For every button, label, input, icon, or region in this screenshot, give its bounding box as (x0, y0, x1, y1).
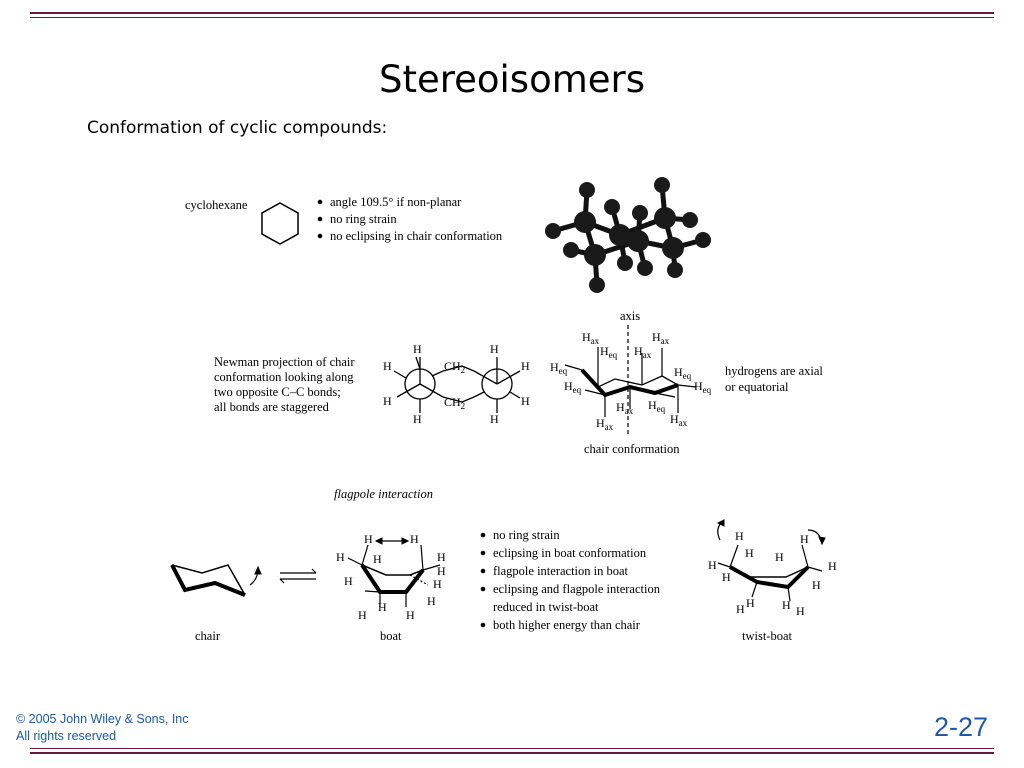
twist-h-6: H (722, 570, 731, 584)
boat-h-5: H (437, 550, 446, 564)
newman-h-5: H (490, 342, 499, 356)
newman-h-2: H (383, 359, 392, 373)
newman-caption-line-3: two opposite C–C bonds; (214, 385, 341, 399)
newman-h-6: H (521, 359, 530, 373)
cyclohexane-bullet-3: no eclipsing in chair conformation (330, 229, 503, 243)
chair-conformation (564, 347, 697, 417)
chair-sketch (170, 564, 262, 597)
boat-h-10: H (378, 600, 387, 614)
boat-bullet-1: no ring strain (493, 528, 560, 542)
boat-h-8: H (433, 577, 442, 591)
twist-h-8: H (812, 578, 821, 592)
hydrogens-note-line-2: or equatorial (725, 380, 789, 394)
chair-label: chair (195, 629, 221, 643)
equilibrium-arrows (279, 568, 317, 584)
newman-h-1: H (413, 342, 422, 356)
boat-h-2: H (410, 532, 419, 546)
h-ax-1: Hax (582, 330, 600, 346)
h-eq-5: Heq (694, 379, 712, 395)
h-eq-6: Heq (648, 398, 666, 414)
bottom-rule (30, 752, 994, 754)
newman-ch2-bottom: CH2 (444, 395, 465, 411)
cyclohexane-hexagon (261, 202, 299, 245)
twist-h-7: H (828, 559, 837, 573)
twist-h-3: H (775, 550, 784, 564)
copyright-line-2: All rights reserved (16, 729, 117, 743)
boat-h-11: H (358, 608, 367, 622)
boat-label: boat (380, 629, 402, 643)
h-ax-3: Hax (616, 400, 634, 416)
bottom-rule-thin (30, 748, 994, 749)
twist-h-4: H (800, 532, 809, 546)
axis-label: axis (620, 309, 640, 323)
boat-h-6: H (437, 564, 446, 578)
boat-h-9: H (427, 594, 436, 608)
newman-ch2-top: CH2 (444, 359, 465, 375)
boat-bullet-2: eclipsing in boat conformation (493, 546, 647, 560)
top-rule-thin (30, 17, 994, 18)
h-ax-2: Hax (596, 416, 614, 432)
h-eq-1: Heq (600, 344, 618, 360)
boat-h-labels: H H H H H H H H H H H H (336, 532, 446, 622)
twist-h-5: H (708, 558, 717, 572)
twist-h-9: H (746, 596, 755, 610)
boat-structure (347, 537, 441, 607)
boat-bullets: no ring strain eclipsing in boat conform… (480, 528, 661, 632)
boat-h-3: H (336, 550, 345, 564)
newman-atom-labels: H H H H CH2 CH2 H H H H (383, 342, 530, 426)
boat-h-4: H (373, 552, 382, 566)
newman-caption-line-1: Newman projection of chair (214, 355, 355, 369)
twist-h-1: H (735, 529, 744, 543)
cyclohexane-bullets: angle 109.5° if non-planar no ring strai… (317, 195, 503, 243)
twist-h-11: H (782, 598, 791, 612)
newman-h-3: H (383, 394, 392, 408)
twist-boat-structure (716, 519, 826, 602)
boat-bullet-5: both higher energy than chair (493, 618, 641, 632)
copyright-notice: © 2005 John Wiley & Sons, Inc All rights… (16, 711, 189, 745)
boat-bullet-4: eclipsing and flagpole interaction (493, 582, 661, 596)
cyclohexane-label: cyclohexane (185, 198, 248, 212)
twist-boat-label: twist-boat (742, 629, 793, 643)
page-number: 2-27 (933, 712, 988, 742)
h-eq-2: Heq (550, 360, 568, 376)
twist-h-10: H (736, 602, 745, 616)
model-atoms (545, 177, 711, 293)
newman-h-8: H (490, 412, 499, 426)
newman-projection (393, 356, 521, 413)
boat-bullet-3: flagpole interaction in boat (493, 564, 629, 578)
cyclohexane-bullet-2: no ring strain (330, 212, 397, 226)
conformation-figure: cyclohexane angle 109.5° if non-planar n… (170, 177, 837, 643)
boat-h-7: H (344, 574, 353, 588)
copyright-line-1: © 2005 John Wiley & Sons, Inc (16, 712, 189, 726)
twist-h-12: H (796, 604, 805, 618)
h-eq-3: Heq (564, 379, 582, 395)
boat-bullet-4-cont: reduced in twist-boat (493, 600, 599, 614)
twist-boat-h-labels: H H H H H H H H H H H H (708, 529, 837, 618)
h-ax-6: Hax (670, 412, 688, 428)
slide-title: Stereoisomers (378, 58, 646, 101)
h-ax-5: Hax (652, 330, 670, 346)
cyclohexane-bullet-1: angle 109.5° if non-planar (330, 195, 462, 209)
top-rule (30, 12, 994, 14)
newman-h-4: H (413, 412, 422, 426)
newman-caption: Newman projection of chair conformation … (214, 355, 355, 414)
newman-caption-line-4: all bonds are staggered (214, 400, 330, 414)
slide-subtitle: Conformation of cyclic compounds: (87, 118, 388, 138)
boat-h-12: H (406, 608, 415, 622)
twist-h-2: H (745, 546, 754, 560)
h-eq-4: Heq (674, 365, 692, 381)
chair-conformation-label: chair conformation (584, 442, 680, 456)
h-ax-4: Hax (634, 344, 652, 360)
newman-h-7: H (521, 394, 530, 408)
hydrogens-note-line-1: hydrogens are axial (725, 364, 823, 378)
newman-caption-line-2: conformation looking along (214, 370, 354, 384)
flagpole-label: flagpole interaction (334, 487, 433, 501)
chair-h-labels: Hax Heq Heq Heq Hax Hax Hax Hax Heq Heq … (550, 330, 712, 432)
boat-h-1: H (364, 532, 373, 546)
